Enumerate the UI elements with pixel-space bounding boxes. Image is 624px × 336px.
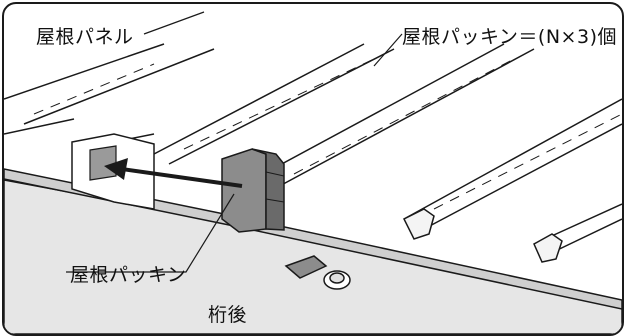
leader-packing-count (373, 33, 403, 67)
panel-bump-2 (533, 233, 563, 263)
girder-rear-label: 桁後 (208, 304, 248, 326)
roof-panel-label: 屋根パネル (36, 26, 134, 48)
roof-packing-part (221, 148, 285, 233)
panel-bump-1 (402, 208, 435, 240)
panel-dash-lines (33, 58, 622, 210)
leader-roof-packing (66, 193, 235, 273)
bracket-plate (284, 255, 328, 279)
diagram-illustration (4, 11, 622, 334)
bolt-head (329, 272, 345, 284)
insert-arrow-shaft (121, 167, 243, 188)
roof-packing-label: 屋根パッキン (70, 264, 187, 286)
panel-slot (89, 145, 117, 181)
insert-arrow-head (104, 158, 128, 180)
leader-roof-panel (143, 11, 205, 35)
roof-packing-count-label: 屋根パッキン＝(N×3)個 (402, 26, 617, 48)
